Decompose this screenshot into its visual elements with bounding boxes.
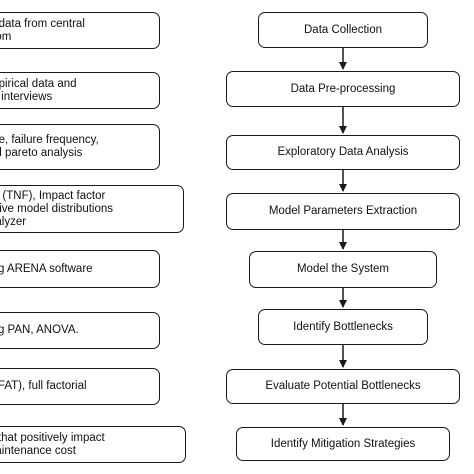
note-line: mpirical data and (0, 77, 77, 90)
note-parameters-extraction: re (TNF), Impact factor erive model dist… (0, 185, 184, 233)
note-exploratory-analysis: me, failure frequency, nd pareto analysi… (0, 124, 160, 170)
note-line: nd pareto analysis (0, 147, 83, 159)
note-line: ing PAN, ANOVA. (0, 324, 79, 336)
note-line: naintenance cost (0, 444, 76, 457)
note-data-collection: e data from central oom (0, 12, 160, 49)
note-line: s that positively impact (0, 431, 105, 444)
step-label: Data Collection (304, 23, 382, 36)
step-label: Model the System (296, 263, 390, 275)
step-identify-bottlenecks: Identify Bottlenecks (258, 309, 428, 345)
note-line: ts interviews (0, 90, 53, 103)
step-label: Identify Bottlenecks (293, 320, 393, 333)
note-line: re (TNF), Impact factor (0, 189, 106, 202)
note-line: oom (0, 30, 12, 43)
step-data-collection: Data Collection (258, 12, 428, 48)
note-identify-bottlenecks: ing PAN, ANOVA. (0, 312, 160, 349)
step-label: Evaluate Potential Bottlenecks (265, 380, 421, 392)
note-line: e data from central (0, 17, 85, 30)
step-evaluate-potential-bottlenecks: Evaluate Potential Bottlenecks (226, 369, 460, 404)
note-evaluate-bottlenecks: OFAT), full factorial (0, 368, 160, 405)
step-label: Model Parameters Extraction (268, 205, 418, 217)
note-line: me, failure frequency, (0, 134, 99, 146)
note-data-pre-processing: mpirical data and ts interviews (0, 72, 160, 109)
note-mitigation-strategies: s that positively impact naintenance cos… (0, 426, 186, 463)
step-label: Identify Mitigation Strategies (270, 437, 416, 450)
note-line: ing ARENA software (0, 262, 93, 275)
step-label: Exploratory Data Analysis (277, 146, 409, 158)
step-exploratory-data-analysis: Exploratory Data Analysis (226, 135, 460, 170)
note-line: erive model distributions (0, 202, 114, 215)
step-identify-mitigation-strategies: Identify Mitigation Strategies (236, 427, 450, 461)
step-model-the-system: Model the System (249, 251, 437, 288)
step-data-pre-processing: Data Pre-processing (226, 71, 460, 107)
note-model-system: ing ARENA software (0, 250, 160, 288)
step-label: Data Pre-processing (290, 82, 396, 95)
note-line: OFAT), full factorial (0, 380, 87, 392)
note-line: nalyzer (0, 215, 27, 228)
step-model-parameters-extraction: Model Parameters Extraction (226, 193, 460, 230)
